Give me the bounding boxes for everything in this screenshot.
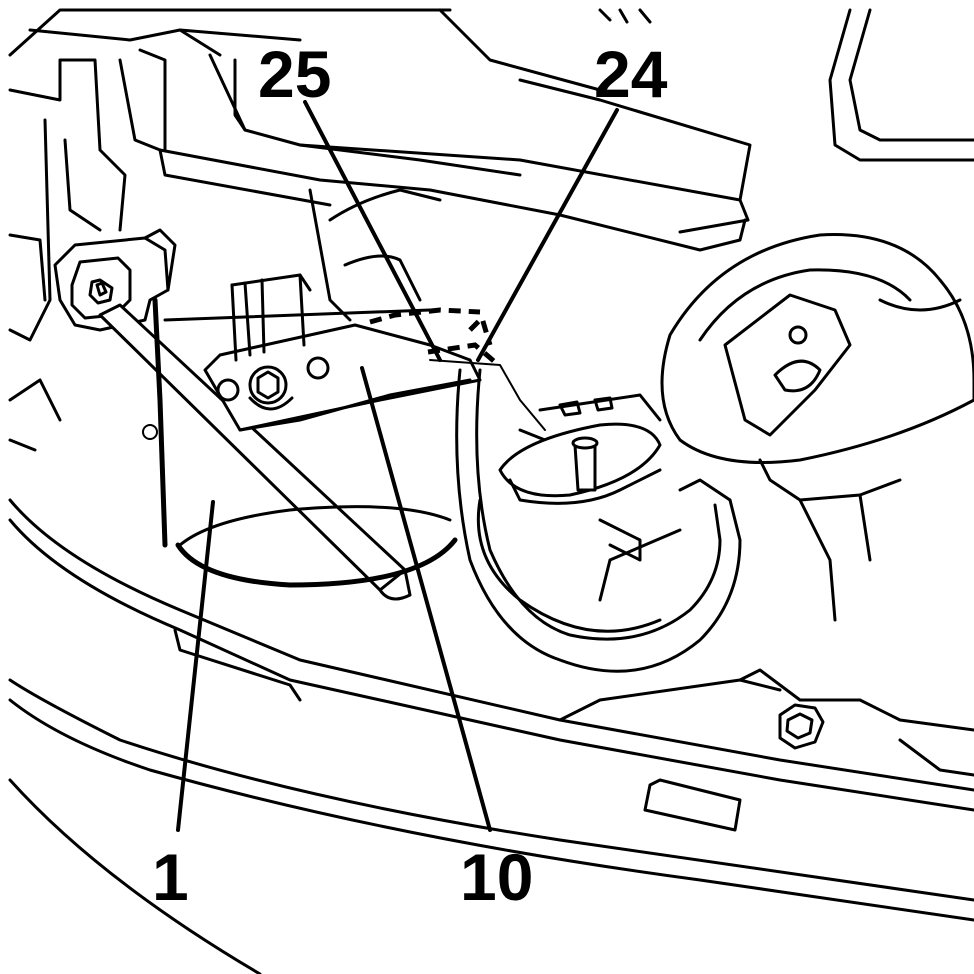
cap-assembly (498, 393, 662, 562)
leader-25 (303, 100, 442, 362)
callout-10: 10 (460, 840, 533, 914)
electrical-connector (53, 228, 177, 332)
mounting-bracket (203, 323, 482, 432)
dashed-detail-outline (369, 307, 546, 431)
vacuum-hose (455, 368, 742, 673)
leader-lines (176, 100, 619, 832)
lower-bowl (476, 498, 682, 633)
reservoir (660, 233, 974, 622)
callout-24: 24 (594, 37, 668, 111)
leader-24 (476, 108, 619, 362)
panel-bolt (778, 703, 825, 750)
lower-body-panels (8, 498, 974, 974)
callout-1: 1 (152, 840, 189, 914)
fender-outline: // / \ (598, 8, 974, 162)
leader-10 (360, 366, 492, 832)
top-marks-label: // / \ (610, 17, 612, 19)
left-structure (8, 48, 167, 452)
vertical-component (230, 188, 442, 362)
canister-body (142, 297, 458, 588)
callout-25: 25 (258, 37, 331, 111)
leader-1 (176, 500, 215, 832)
